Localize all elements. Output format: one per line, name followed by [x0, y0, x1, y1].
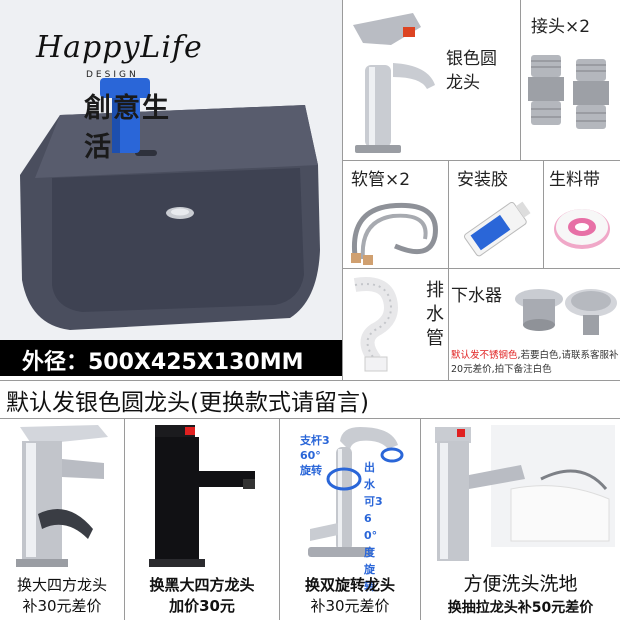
silver-faucet-label: 银色圆龙头: [446, 49, 497, 93]
grid-line: [448, 160, 449, 268]
hoses-label: 软管×2: [351, 170, 411, 190]
option-3-line1: 换双旋转龙头: [304, 576, 395, 594]
part-connectors: 接头×2: [521, 0, 620, 160]
connectors-label: 接头×2: [531, 17, 591, 37]
grid-line: [279, 419, 280, 620]
part-glue: 安装胶: [449, 161, 543, 268]
connector-icon: [528, 55, 609, 129]
part-hoses: 软管×2: [343, 161, 448, 268]
rotating-faucet-icon: [308, 427, 404, 557]
basin-image: [0, 0, 342, 340]
grid-line: [0, 418, 620, 419]
hose-icon: [351, 202, 438, 265]
main-product-photo: HappyLife DESIGN 創意生活: [0, 0, 342, 340]
logo-chinese: 創意生活: [84, 93, 171, 163]
drain-note-rest: ,若要白色,请联系客服补20元差价,拍下备注白色: [451, 350, 619, 375]
grid-line: [448, 268, 449, 380]
option-square-faucet[interactable]: 换大四方龙头 补30元差价: [0, 419, 124, 620]
grid-line: [342, 0, 343, 380]
grid-line: [520, 0, 521, 160]
drain-plug-icon: [515, 289, 617, 335]
grid-line: [342, 268, 620, 269]
rotation-label-right: 出水可360°度旋转: [364, 461, 383, 593]
ptfe-tape-label: 生料带: [549, 170, 600, 190]
dimensions-label: 外径：500X425X130MM: [22, 350, 304, 375]
option-1-line2: 补30元差价: [22, 597, 102, 615]
option-2-line2: 加价30元: [169, 597, 235, 615]
part-drain-pipe: 排水管: [343, 269, 448, 380]
glue-tube-icon: [464, 201, 531, 257]
grid-line: [0, 380, 620, 381]
drain-pipe-label: 排水管: [426, 280, 444, 349]
grid-line: [420, 419, 421, 620]
option-black-faucet[interactable]: 换黑大四方龙头 加价30元: [125, 419, 279, 620]
black-faucet-icon: [149, 425, 255, 567]
drain-plug-label: 下水器: [451, 286, 502, 306]
part-drain-plug: 下水器 默认发不锈钢色,若要白色,请联系客服补20元差价,拍下备注白色: [449, 269, 620, 380]
option-rotating-faucet[interactable]: 支杆360°旋转 出水可360°度旋转 换双旋转龙头 补30元差价: [280, 419, 420, 620]
part-ptfe-tape: 生料带: [544, 161, 620, 268]
pullout-faucet-icon: [435, 425, 615, 561]
option-4-line2: 换抽拉龙头补50元差价: [447, 600, 594, 616]
logo-text: HappyLife: [36, 30, 203, 65]
option-4-line1: 方便洗头洗地: [463, 573, 578, 595]
grid-line: [124, 419, 125, 620]
rotation-label-left: 支杆360°旋转: [300, 434, 330, 477]
grid-line: [543, 160, 544, 268]
ptfe-tape-icon: [554, 209, 610, 249]
faucet-icon: [353, 13, 435, 153]
grid-line: [342, 160, 620, 161]
part-silver-faucet: 银色圆龙头: [343, 0, 520, 160]
glue-label: 安装胶: [457, 170, 508, 190]
dimensions-bar: 外径：500X425X130MM: [0, 340, 342, 376]
option-2-line1: 换黑大四方龙头: [149, 576, 255, 594]
drain-pipe-icon: [353, 277, 398, 372]
option-3-line2: 补30元差价: [310, 597, 390, 615]
brand-logo: HappyLife DESIGN 創意生活: [28, 20, 202, 163]
logo-sub: DESIGN: [86, 70, 139, 80]
square-faucet-icon: [16, 425, 108, 567]
option-1-line1: 换大四方龙头: [16, 576, 107, 594]
option-pullout-faucet[interactable]: 方便洗头洗地 换抽拉龙头补50元差价: [421, 419, 620, 620]
default-note: 默认发银色圆龙头(更换款式请留言): [6, 390, 369, 416]
drain-note-red: 默认发不锈钢色: [451, 350, 518, 361]
drain-note: 默认发不锈钢色,若要白色,请联系客服补20元差价,拍下备注白色: [451, 349, 619, 377]
